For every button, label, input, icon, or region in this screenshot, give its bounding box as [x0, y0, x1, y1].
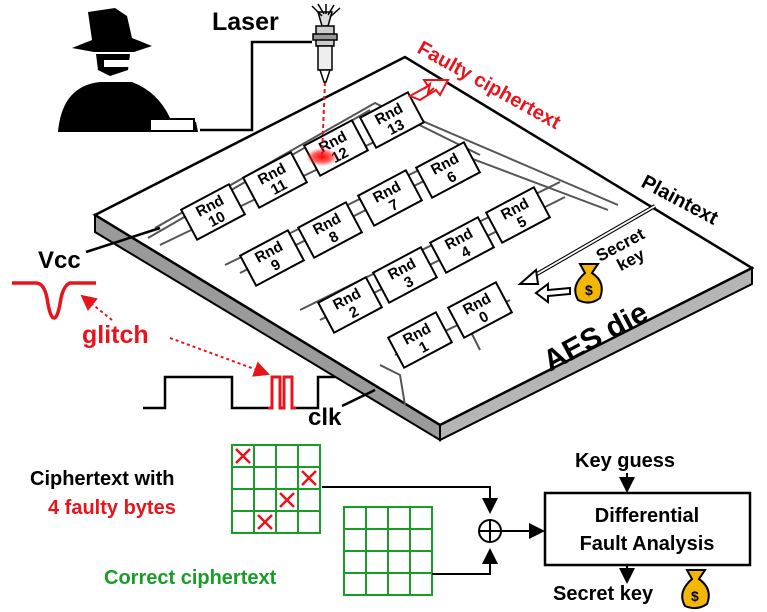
- correct-to-xor-line: [432, 548, 498, 575]
- correct-ciphertext-label: Correct ciphertext: [104, 567, 277, 589]
- byte-cell: [387, 506, 411, 530]
- secret-key-out-label: Secret key: [553, 583, 654, 605]
- clk-label: clk: [308, 404, 342, 431]
- faulty-byte-mark-icon: [301, 470, 317, 486]
- dollar-sign: $: [585, 282, 593, 298]
- byte-cell: [409, 572, 433, 596]
- byte-cell: [253, 466, 277, 490]
- xor-icon: [478, 519, 502, 543]
- key-guess-label: Key guess: [575, 450, 675, 472]
- plaintext-arrow-inner: [529, 205, 656, 279]
- byte-cell: [297, 444, 321, 468]
- byte-cell: [365, 528, 389, 552]
- glitch-arrow-clk: [169, 337, 270, 377]
- vcc-pin: [85, 226, 161, 254]
- laser-cable: [200, 40, 312, 132]
- byte-cell: [409, 506, 433, 530]
- round-block-box: [241, 150, 309, 210]
- byte-cell: [343, 528, 367, 552]
- byte-cell: [253, 488, 277, 512]
- faulty-byte-mark-icon: [257, 514, 273, 530]
- clk-waveform: [143, 375, 268, 410]
- round-block-box: [356, 168, 424, 228]
- laser-beam: [321, 81, 326, 156]
- faulty-byte-mark-icon: [279, 492, 295, 508]
- round-block-box: [371, 245, 439, 305]
- byte-cell: [297, 488, 321, 512]
- dfa-line1: Differential: [595, 505, 699, 527]
- byte-cell: [297, 510, 321, 534]
- byte-cell: [275, 466, 299, 490]
- attacker-icon: [58, 8, 198, 132]
- byte-cell: [275, 510, 299, 534]
- round-block-box: [414, 140, 482, 200]
- byte-cell: [365, 572, 389, 596]
- byte-cell: [387, 550, 411, 574]
- plaintext-arrowhead-icon: [517, 268, 540, 285]
- die-top-face: [92, 55, 755, 427]
- laser-label: Laser: [212, 8, 279, 36]
- byte-cell: [275, 444, 299, 468]
- byte-cell: [231, 466, 255, 490]
- byte-cell: [409, 550, 433, 574]
- money-bag-icon: $: [574, 263, 603, 304]
- vcc-label: Vcc: [38, 247, 81, 274]
- round-block-box: [446, 280, 514, 340]
- glitch-arrow-vcc: [80, 294, 113, 321]
- faulty-output-zigzag-icon: [423, 81, 435, 96]
- money-bag-output-icon: $: [681, 569, 710, 610]
- byte-cell: [343, 506, 367, 530]
- byte-cell: [409, 528, 433, 552]
- round-block-box: [179, 182, 247, 242]
- dfa-line2: Fault Analysis: [580, 533, 715, 555]
- round-block-box: [428, 215, 496, 275]
- faulty-byte-mark-icon: [235, 448, 251, 464]
- clk-waveform-tail: [296, 375, 335, 410]
- byte-cell: [365, 550, 389, 574]
- dollar-sign-output: $: [691, 588, 699, 604]
- glitch-label: glitch: [82, 321, 149, 349]
- dfa-box: [543, 491, 752, 567]
- aes-die: [92, 55, 755, 442]
- round-block-box: [296, 200, 364, 260]
- secret-key-arrow-icon: [534, 282, 571, 304]
- round-block-box: [484, 185, 552, 245]
- round-block-number: 10: [206, 208, 229, 231]
- round-block-box: [358, 90, 426, 150]
- byte-cell: [343, 550, 367, 574]
- byte-cell: [343, 572, 367, 596]
- clk-glitch-pulses: [268, 375, 296, 410]
- byte-cell: [365, 506, 389, 530]
- byte-cell: [231, 488, 255, 512]
- round-block-number: 11: [268, 176, 290, 198]
- laser-spot: [306, 148, 338, 166]
- round-block-box: [386, 310, 454, 370]
- byte-cell: [387, 528, 411, 552]
- round-block-box: [316, 275, 384, 335]
- byte-cell: [253, 444, 277, 468]
- round-block-box: [238, 228, 306, 288]
- byte-cell: [231, 510, 255, 534]
- vcc-glitch-waveform: [12, 281, 96, 320]
- faulty-ciphertext-grid: [231, 444, 321, 534]
- faulty-to-xor-line: [322, 486, 498, 514]
- byte-cell: [387, 572, 411, 596]
- round-block-number: 13: [385, 116, 408, 139]
- correct-ciphertext-grid: [343, 506, 433, 596]
- faulty-bytes-label: 4 faulty bytes: [48, 497, 176, 519]
- clk-pin: [341, 388, 376, 408]
- laser-device-icon: [311, 3, 341, 83]
- ciphertext-with-label: Ciphertext with: [30, 468, 174, 490]
